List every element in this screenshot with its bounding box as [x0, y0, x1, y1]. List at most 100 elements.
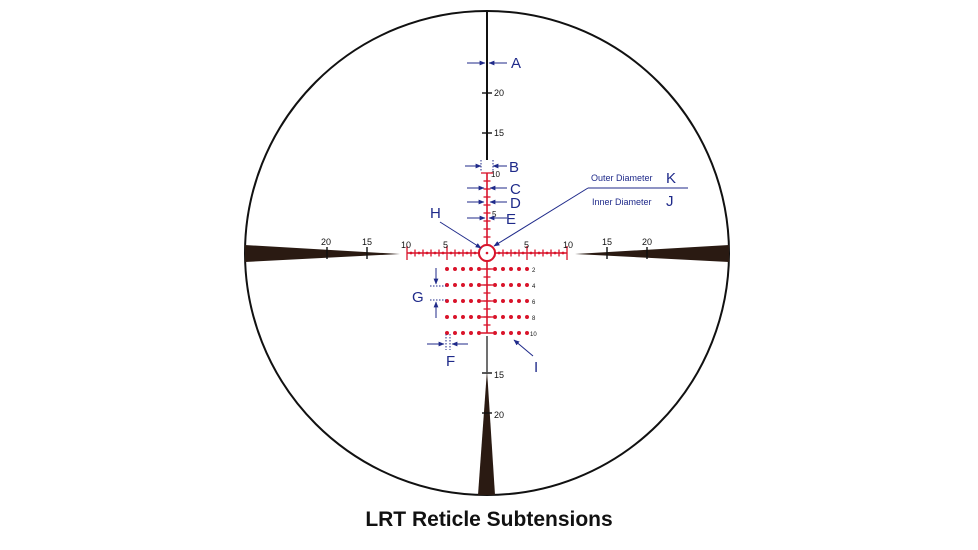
red-horizontal-half-dot [521, 251, 525, 255]
top-scale-label-15: 15 [494, 128, 504, 138]
grid-dot [461, 267, 465, 271]
grid-dot [525, 331, 529, 335]
outer-diameter-label: Outer Diameter [591, 173, 653, 183]
grid-dot [461, 283, 465, 287]
grid-dot [477, 299, 481, 303]
grid-dot [453, 283, 457, 287]
grid-dot [501, 299, 505, 303]
grid-dot [509, 283, 513, 287]
grid-dot [509, 315, 513, 319]
grid-dot [445, 267, 449, 271]
label-d: D [510, 195, 521, 212]
grid-row-label-10: 10 [530, 332, 537, 338]
red-reticle [406, 172, 568, 335]
red-horizontal-half-dot [505, 251, 509, 255]
red-horizontal-half-dot [473, 251, 477, 255]
label-h: H [430, 205, 441, 222]
grid-dot [477, 283, 481, 287]
grid-dot [453, 267, 457, 271]
label-e: E [506, 211, 516, 228]
red-horizontal-half-dot [537, 251, 541, 255]
grid-dot [445, 315, 449, 319]
right-post [575, 245, 729, 262]
grid-dot [453, 315, 457, 319]
grid-dot [525, 267, 529, 271]
label-i: I [534, 359, 538, 376]
grid-dot [501, 267, 505, 271]
red-horizontal-half-dot [457, 251, 461, 255]
grid-dot [501, 283, 505, 287]
left-post [245, 245, 400, 262]
label-b: B [509, 159, 519, 176]
grid-dot [517, 315, 521, 319]
red-left-label-5: 5 [443, 240, 448, 250]
top-scale-label-20: 20 [494, 88, 504, 98]
red-vertical-label-10: 10 [491, 170, 500, 179]
red-horizontal-half-dot [465, 251, 469, 255]
grid-dot [525, 283, 529, 287]
left-scale-label-15: 15 [362, 237, 372, 247]
bottom-scale-label-20: 20 [494, 410, 504, 420]
red-horizontal-half-dot [513, 251, 517, 255]
grid-dot [501, 315, 505, 319]
grid-dot [517, 283, 521, 287]
red-right-label-5: 5 [524, 240, 529, 250]
grid-dot [509, 267, 513, 271]
label-a: A [511, 55, 521, 72]
label-j: J [666, 193, 674, 210]
red-horizontal-half-dot [553, 251, 557, 255]
left-scale-label-20: 20 [321, 237, 331, 247]
grid-dot [469, 283, 473, 287]
grid-dot [469, 315, 473, 319]
red-horizontal-half-dot [449, 251, 453, 255]
center-circle [478, 244, 496, 262]
red-horizontal-half-dot [441, 251, 445, 255]
grid-dot [517, 267, 521, 271]
grid-dot [477, 315, 481, 319]
red-horizontal-half-dot [425, 251, 429, 255]
grid-dot [517, 299, 521, 303]
red-right-label-10: 10 [563, 240, 573, 250]
inner-diameter-label: Inner Diameter [592, 197, 652, 207]
grid-dot [469, 267, 473, 271]
label-k: K [666, 170, 676, 187]
right-scale-label-15: 15 [602, 237, 612, 247]
red-horizontal-half-dot [433, 251, 437, 255]
red-horizontal-half-dot [409, 251, 413, 255]
red-horizontal-half-dot [529, 251, 533, 255]
grid-dot [453, 299, 457, 303]
red-horizontal-half-dot [497, 251, 501, 255]
red-horizontal-half-dot [561, 251, 565, 255]
label-f: F [446, 353, 455, 370]
red-horizontal-half-dot [545, 251, 549, 255]
label-g: G [412, 289, 424, 306]
red-vertical-label-5: 5 [492, 210, 497, 219]
grid-dot [493, 299, 497, 303]
grid-dot [477, 267, 481, 271]
red-horizontal-half-dot [417, 251, 421, 255]
bottom-post [478, 370, 495, 495]
grid-row-label-4: 4 [532, 284, 536, 290]
bottom-scale-label-15: 15 [494, 370, 504, 380]
diagram-title: LRT Reticle Subtensions [365, 508, 613, 531]
grid-dot [445, 299, 449, 303]
grid-dot [493, 315, 497, 319]
center-dot [485, 251, 489, 255]
black-scale-ticks [326, 92, 648, 414]
grid-dot [509, 299, 513, 303]
red-left-label-10: 10 [401, 240, 411, 250]
grid-dot [493, 267, 497, 271]
grid-row-label-2: 2 [532, 268, 536, 274]
grid-dot [525, 299, 529, 303]
right-scale-label-20: 20 [642, 237, 652, 247]
grid-dot [469, 299, 473, 303]
grid-dot [461, 299, 465, 303]
grid-row-label-6: 6 [532, 300, 536, 306]
grid-dot [461, 315, 465, 319]
grid-dot [493, 283, 497, 287]
grid-dot [525, 315, 529, 319]
annotations [427, 60, 688, 357]
label-c: C [510, 181, 521, 198]
grid-dot [445, 283, 449, 287]
